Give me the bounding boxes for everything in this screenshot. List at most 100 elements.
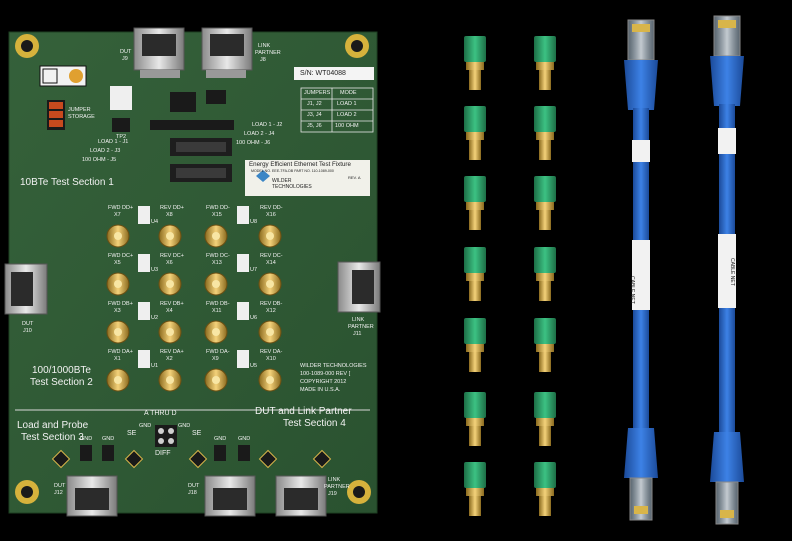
label-j11-c: J11 — [353, 331, 362, 337]
compliance-icon — [39, 65, 87, 87]
load-label-right-2: LOAD 2 - J4 — [244, 131, 275, 137]
sma-connector-1-1 — [534, 106, 556, 160]
mounting-holes — [15, 34, 371, 504]
jumper-table-r1-c2: LOAD 1 — [337, 101, 357, 107]
gnd-label-4: GND — [178, 423, 191, 429]
a-thru-d-label: A THRU D — [144, 410, 177, 417]
logo-text-1: WILDER — [272, 178, 292, 184]
probes_left-0-fwd-connector-pin — [114, 232, 122, 240]
jumper-table-r2-c1: J3, J4 — [307, 112, 322, 118]
label-j11-a: LINK — [352, 317, 365, 323]
jumper-table-r3-c2: 100 OHM — [335, 123, 359, 129]
label-j9-a: DUT — [120, 49, 132, 55]
sma-connector-1-3 — [534, 247, 556, 301]
probes_right-1-rev-id: X14 — [266, 260, 276, 266]
probes_right-2-fwd-id: X11 — [212, 308, 222, 314]
gnd-label-2: GND — [102, 436, 115, 442]
probes_left-3-fwd-label: FWD DA+ — [108, 349, 133, 355]
sma-connector-0-5 — [464, 392, 486, 446]
label-j8-c: J8 — [260, 57, 266, 63]
probe-connector-grid — [106, 206, 282, 392]
probes_left-0-rev-connector-pin — [166, 232, 174, 240]
rj45-jack-j11 — [337, 261, 381, 313]
jumper-table-header-jumpers: JUMPERS — [304, 90, 331, 96]
probes_left-0-fwd-label: FWD DD+ — [108, 205, 134, 211]
probes_left-3-ic — [138, 350, 150, 368]
probes_left-0-rev-id: X8 — [166, 212, 173, 218]
jumper-table-r1-c1: J1, J2 — [307, 101, 322, 107]
probes_left-3-u-label: U1 — [151, 363, 159, 369]
probes_left-2-u-label: U2 — [151, 315, 159, 321]
probes_left-3-fwd-id: X1 — [114, 356, 121, 362]
jumper-table-r3-c1: J5, J6 — [307, 123, 322, 129]
gnd-label-6: GND — [238, 436, 251, 442]
probes_right-3-u-label: U5 — [250, 363, 258, 369]
load-label-right-3: 100 OHM - J6 — [236, 140, 271, 146]
loose-sma-connectors — [464, 36, 556, 516]
probes_right-1-rev-connector-pin — [266, 280, 274, 288]
probes_left-1-u-label: U3 — [151, 267, 159, 273]
fixture-subtitle: MODEL NO. EEE-TFA-DB PART NO. 110-1089-0… — [251, 169, 334, 173]
jumper-table-header-mode: MODE — [340, 90, 357, 96]
probes_right-0-fwd-id: X15 — [212, 212, 222, 218]
probes_right-0-rev-id: X16 — [266, 212, 276, 218]
rj45-jack-j19 — [275, 475, 327, 517]
probes_left-2-fwd-id: X3 — [114, 308, 121, 314]
sma-connector-1-6 — [534, 462, 556, 516]
sma-connector-0-6 — [464, 462, 486, 516]
jumper-storage-pins — [47, 100, 65, 130]
load-label-left-2: LOAD 2 - J3 — [90, 148, 121, 154]
rj45-jack-j12 — [66, 475, 118, 517]
sma-connector-0-3 — [464, 247, 486, 301]
probes_right-1-fwd-connector-pin — [212, 280, 220, 288]
section-dut-link-label-line1: DUT and Link Partner — [255, 406, 352, 417]
probes_right-2-fwd-connector-pin — [212, 328, 220, 336]
probes_right-2-rev-id: X12 — [266, 308, 276, 314]
probes_left-2-fwd-connector-pin — [114, 328, 122, 336]
probes_left-2-rev-label: REV DB+ — [160, 301, 184, 307]
probes_right-2-rev-connector-pin — [266, 328, 274, 336]
jumper-storage-label-a: JUMPER — [68, 107, 91, 113]
probes_right-2-fwd-label: FWD DB- — [206, 301, 230, 307]
section-1000bte-label-line2: Test Section 2 — [30, 377, 93, 388]
gnd-headers — [80, 425, 250, 461]
probes_left-3-rev-label: REV DA+ — [160, 349, 184, 355]
probes_right-3-fwd-id: X9 — [212, 356, 219, 362]
probes_left-1-fwd-id: X5 — [114, 260, 121, 266]
probes_right-0-rev-connector-pin — [266, 232, 274, 240]
probes_left-2-fwd-label: FWD DB+ — [108, 301, 133, 307]
serial-number: S/N: WT04088 — [300, 70, 346, 77]
probes_left-0-fwd-id: X7 — [114, 212, 121, 218]
probes_right-0-u-label: U8 — [250, 219, 258, 225]
section-1000bte-label-line1: 100/1000BTe — [32, 365, 91, 376]
test-pads — [51, 449, 332, 469]
probes_left-3-rev-id: X2 — [166, 356, 173, 362]
section-load-probe-label-line1: Load and Probe — [17, 420, 89, 431]
probes_left-0-rev-label: REV DD+ — [160, 205, 184, 211]
gnd-label-3: GND — [139, 423, 152, 429]
label-j8-b: PARTNER — [255, 50, 281, 56]
label-j9-b: J9 — [122, 56, 128, 62]
probes_left-2-ic — [138, 302, 150, 320]
label-j12-a: DUT — [54, 483, 66, 489]
company-block-1: WILDER TECHNOLOGIES — [300, 363, 367, 369]
probes_right-3-ic — [237, 350, 249, 368]
jumper-storage-label-b: STORAGE — [68, 114, 95, 120]
probes_right-2-rev-label: REV DB- — [260, 301, 283, 307]
sma-connector-1-4 — [534, 318, 556, 372]
load-label-left-3: 100 OHM - J5 — [82, 157, 117, 163]
probes_right-0-fwd-label: FWD DD- — [206, 205, 230, 211]
probes_right-0-rev-label: REV DD- — [260, 205, 283, 211]
fixture-title: Energy Efficient Ethernet Test Fixture — [249, 161, 351, 168]
ethernet-cable-right — [710, 15, 744, 525]
probes_right-3-fwd-label: FWD DA- — [206, 349, 230, 355]
serial-label — [294, 67, 374, 80]
probes_right-1-rev-label: REV DC- — [260, 253, 283, 259]
pcb-board — [8, 31, 378, 514]
ethernet-cable-left — [624, 19, 658, 521]
label-j12-b: J12 — [54, 490, 63, 496]
label-j18-a: DUT — [188, 483, 200, 489]
cable-tag-left: CABLE NET — [629, 276, 635, 304]
jumper-table-r2-c2: LOAD 2 — [337, 112, 357, 118]
label-j19-c: J19 — [328, 491, 337, 497]
